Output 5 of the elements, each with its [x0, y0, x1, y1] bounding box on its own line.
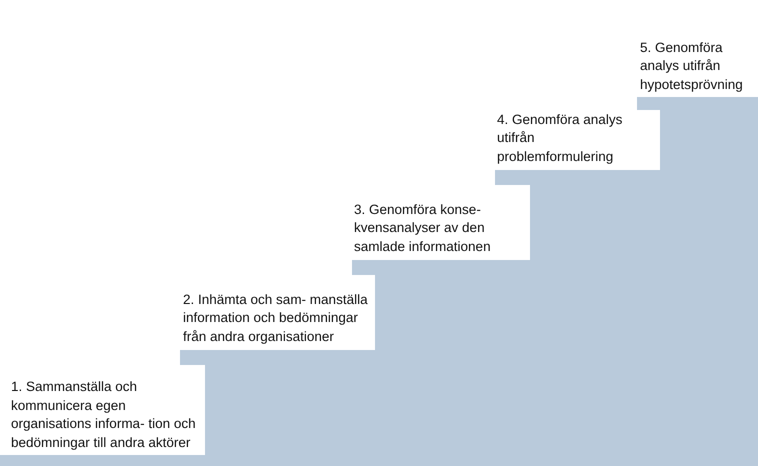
step-label: 4. Genomföra analys utifrån problemformulering [497, 110, 637, 166]
step-label: 5. Genomföra analys utifrån hypotetsprövning [640, 38, 756, 94]
step-label: 2. Inhämta och sam- manställa information och bedömningar från andra organisationer [183, 290, 373, 346]
step-label: 3. Genomföra konse- kvensanalyser av den samlade informationen [354, 200, 524, 256]
step-label: 1. Sammanställa och kommunicera egen organisations informa- tion och bedömningar till andra aktörer [11, 378, 203, 452]
